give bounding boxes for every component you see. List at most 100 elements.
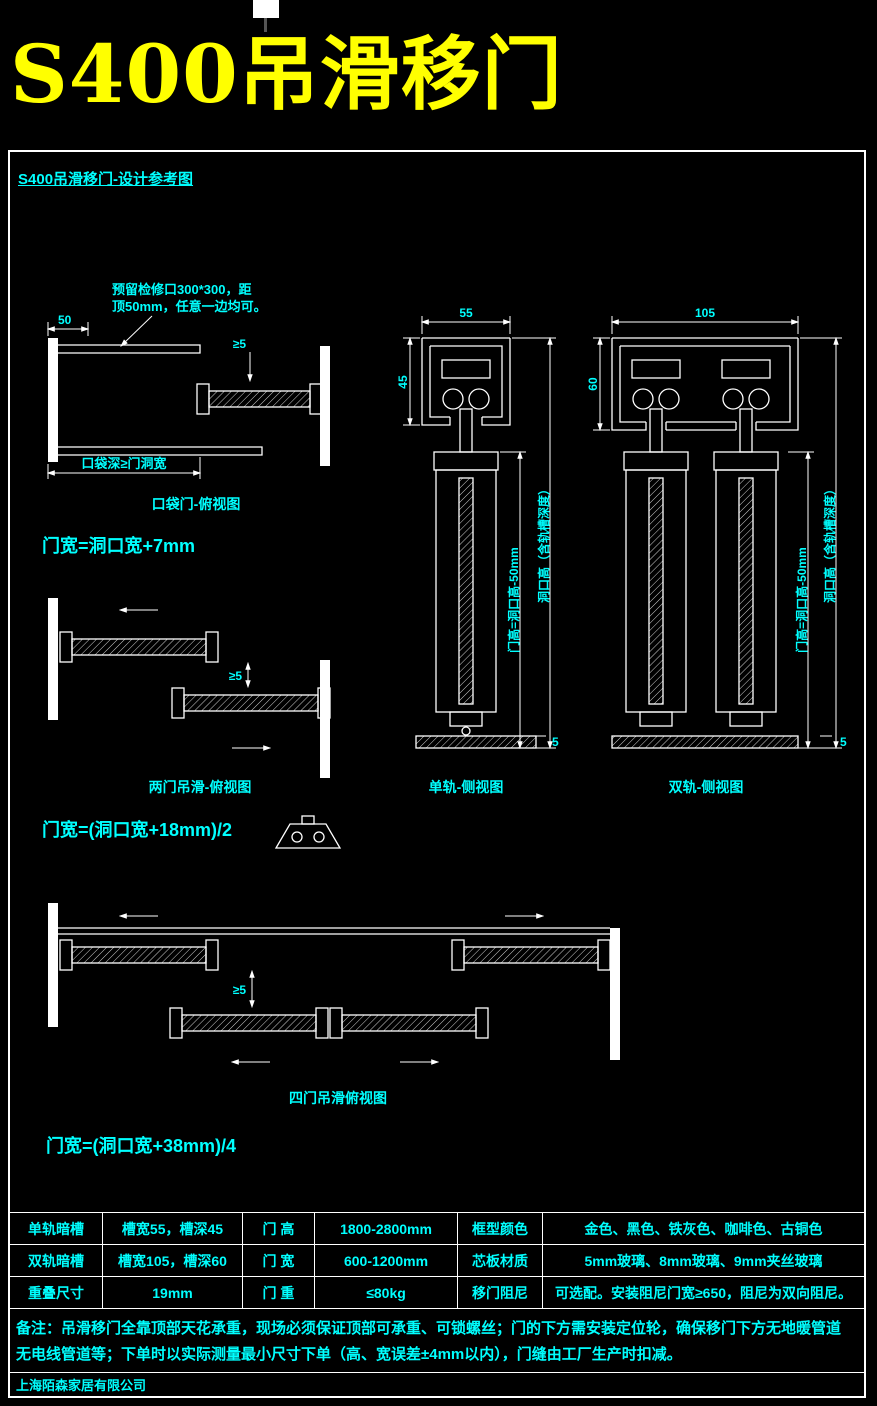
pocket-door-top-view [46, 315, 330, 479]
spec-cell-track-size: 19mm [102, 1277, 242, 1308]
sheet-subtitle: S400吊滑移门-设计参考图 [18, 171, 194, 188]
dimension-lines [46, 315, 253, 479]
company-name: 上海陌森家居有限公司 [10, 1372, 864, 1396]
door-stile [205, 939, 219, 971]
door-bottom-rail [639, 711, 673, 727]
glass-core-hatch [458, 477, 474, 705]
pocket-bottom-wall [58, 446, 263, 456]
floor-plate-hatch [415, 735, 537, 749]
door-top-clamp [623, 451, 689, 471]
wall-segment [48, 338, 58, 462]
formula-double: 门宽=(洞口宽+18mm)/2 [42, 819, 232, 840]
door-stile [59, 939, 73, 971]
door-stile [59, 631, 73, 663]
door-stile [317, 687, 331, 719]
pocket-note-line2: 顶50mm，任意一边均可。 [112, 299, 267, 314]
door-stile [329, 1007, 343, 1039]
hanger-bolt [459, 408, 473, 453]
spec-cell-track-type: 单轨暗槽 [28, 1220, 84, 1237]
spec-cell-param-value: ≤80kg [314, 1277, 457, 1308]
roller-wheel [468, 388, 490, 410]
window-tab [253, 0, 279, 18]
mount-tab [301, 815, 315, 825]
track-inner [429, 346, 450, 418]
spec-cell-attr-name: 移门阻尼 [457, 1277, 542, 1308]
spec-row: 单轨暗槽 槽宽55，槽深45 门 高 1800-2800mm 框型颜色 金色、黑… [10, 1212, 864, 1244]
door-top-clamp [713, 451, 779, 471]
track-profile [611, 338, 647, 431]
dim-gap-label: ≥5 [229, 669, 243, 683]
door-stile [169, 1007, 183, 1039]
single-track-side-view [403, 316, 556, 750]
track-profile [755, 338, 799, 431]
dim-5-label: 5 [552, 735, 559, 749]
roller-carriage [441, 359, 491, 379]
dimension-lines [403, 316, 556, 750]
door-panel-hatch [181, 1014, 317, 1032]
track-inner [619, 346, 646, 423]
pocket-caption: 口袋门-俯视图 [152, 496, 241, 512]
dim-60-label: 60 [586, 377, 600, 391]
formula-single: 门宽=洞口宽+7mm [42, 535, 195, 556]
dimension-lines [118, 607, 272, 751]
roller-wheel [722, 388, 744, 410]
dim-gap-label: ≥5 [233, 337, 247, 351]
spec-cell-param-value: 600-1200mm [314, 1245, 457, 1276]
roller-wheel [748, 388, 770, 410]
spec-cell-track-type: 双轨暗槽 [28, 1252, 84, 1269]
spec-row: 双轨暗槽 槽宽105，槽深60 门 宽 600-1200mm 芯板材质 5mm玻… [10, 1244, 864, 1276]
drawing-frame [8, 150, 866, 1398]
dim-50-label: 50 [58, 313, 72, 327]
wall-segment [320, 660, 330, 778]
door-panel-hatch [71, 946, 207, 964]
dimension-lines [118, 913, 545, 1065]
roller-wheel [658, 388, 680, 410]
roller-wheel [442, 388, 464, 410]
door-panel-hatch [463, 946, 599, 964]
roller-wheel [291, 831, 303, 843]
wall-segment [610, 928, 620, 1060]
track-profile [665, 422, 737, 431]
door-bottom-rail [729, 711, 763, 727]
single-track-caption: 单轨-侧视图 [429, 779, 504, 795]
pocket-note-line1: 预留检修口300*300，距 [112, 282, 251, 297]
spec-cell-param-value: 1800-2800mm [314, 1213, 457, 1244]
dim-105-label: 105 [695, 306, 715, 320]
dim-5-label: 5 [840, 735, 847, 749]
spec-cell-attr-value: 金色、黑色、铁灰色、咖啡色、古铜色 [542, 1213, 864, 1244]
remarks-box: 备注：吊滑移门全靠顶部天花承重，现场必须保证顶部可承重、可锁螺丝；门的下方需安装… [10, 1308, 864, 1372]
floor-plate-hatch [611, 735, 799, 749]
door-stile [597, 939, 611, 971]
spec-cell-param-name: 门 高 [242, 1213, 314, 1244]
door-stile [315, 1007, 329, 1039]
dim-opening-height-label: 洞口高（含轨槽深度） [822, 483, 837, 603]
door-panel-hatch [341, 1014, 477, 1032]
glass-core-hatch [648, 477, 664, 705]
spec-cell-attr-name: 芯板材质 [457, 1245, 542, 1276]
track-profile [421, 338, 451, 426]
roller-carriage [631, 359, 681, 379]
sheet-title: S400吊滑移门 [10, 27, 563, 121]
spec-cell-track-size: 槽宽55，槽深45 [102, 1213, 242, 1244]
spec-cell-attr-name: 框型颜色 [457, 1213, 542, 1244]
four-door-top-view [48, 903, 620, 1065]
door-stile [475, 1007, 489, 1039]
carriage-bracket [274, 823, 342, 849]
dim-opening-height-label: 洞口高（含轨槽深度） [536, 483, 551, 603]
dim-door-height-label: 门高=洞口高-50mm [506, 547, 521, 653]
hanger-bolt [739, 408, 753, 453]
spec-table: 单轨暗槽 槽宽55，槽深45 门 高 1800-2800mm 框型颜色 金色、黑… [10, 1212, 864, 1396]
door-top-clamp [433, 451, 499, 471]
two-door-top-view [48, 598, 331, 778]
carriage-detail [274, 815, 342, 849]
spec-cell-track-type: 重叠尺寸 [28, 1284, 84, 1301]
glass-core-hatch [738, 477, 754, 705]
dimension-lines [593, 316, 842, 750]
dim-door-height-label: 门高=洞口高-50mm [794, 547, 809, 653]
roller-carriage [721, 359, 771, 379]
roller-wheel [313, 831, 325, 843]
wall-segment [48, 903, 58, 1027]
spec-cell-param-name: 门 重 [242, 1277, 314, 1308]
door-bottom-rail [449, 711, 483, 727]
